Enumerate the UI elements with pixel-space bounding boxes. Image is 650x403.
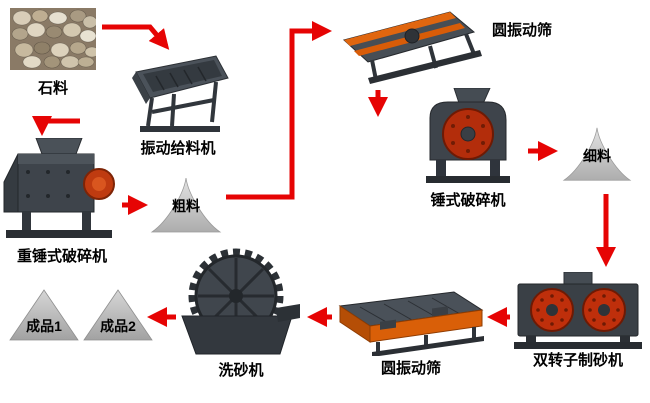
coarse-cone-art xyxy=(150,177,222,233)
vibrating-feeder-art xyxy=(132,55,229,132)
circular-screen-top-art xyxy=(342,11,482,84)
product2-art xyxy=(83,289,153,341)
stone-photo xyxy=(10,8,96,70)
screen-bottom-label: 圆振动筛 xyxy=(380,360,441,377)
feeder-label: 振动给料机 xyxy=(140,140,216,157)
coarse-label: 粗料 xyxy=(172,198,200,214)
washer-label: 洗砂机 xyxy=(218,362,264,379)
sand-maker-label: 双转子制砂机 xyxy=(532,352,623,369)
arrow-coarse-to-screen-top xyxy=(226,21,332,200)
arrow-feeder-to-heavy-crusher xyxy=(32,116,80,136)
heavy-crusher-label: 重锤式破碎机 xyxy=(16,248,107,265)
hammer-crusher-art xyxy=(426,88,510,183)
circular-screen-bottom-art xyxy=(338,291,484,356)
product1-art xyxy=(9,289,79,341)
fine-cone-art xyxy=(562,127,632,181)
heavy-hammer-crusher-art xyxy=(3,138,115,238)
product1-label: 成品1 xyxy=(26,318,62,334)
sand-washer-art xyxy=(181,248,300,355)
double-rotor-sand-maker-art xyxy=(514,272,642,349)
stone-label: 石料 xyxy=(37,80,68,97)
product2-label: 成品2 xyxy=(100,318,136,334)
arrow-stone-to-feeder xyxy=(102,24,170,50)
hammer-crusher-label: 锤式破碎机 xyxy=(430,192,506,209)
fine-label: 细料 xyxy=(583,148,611,164)
screen-top-label: 圆振动筛 xyxy=(492,22,553,39)
